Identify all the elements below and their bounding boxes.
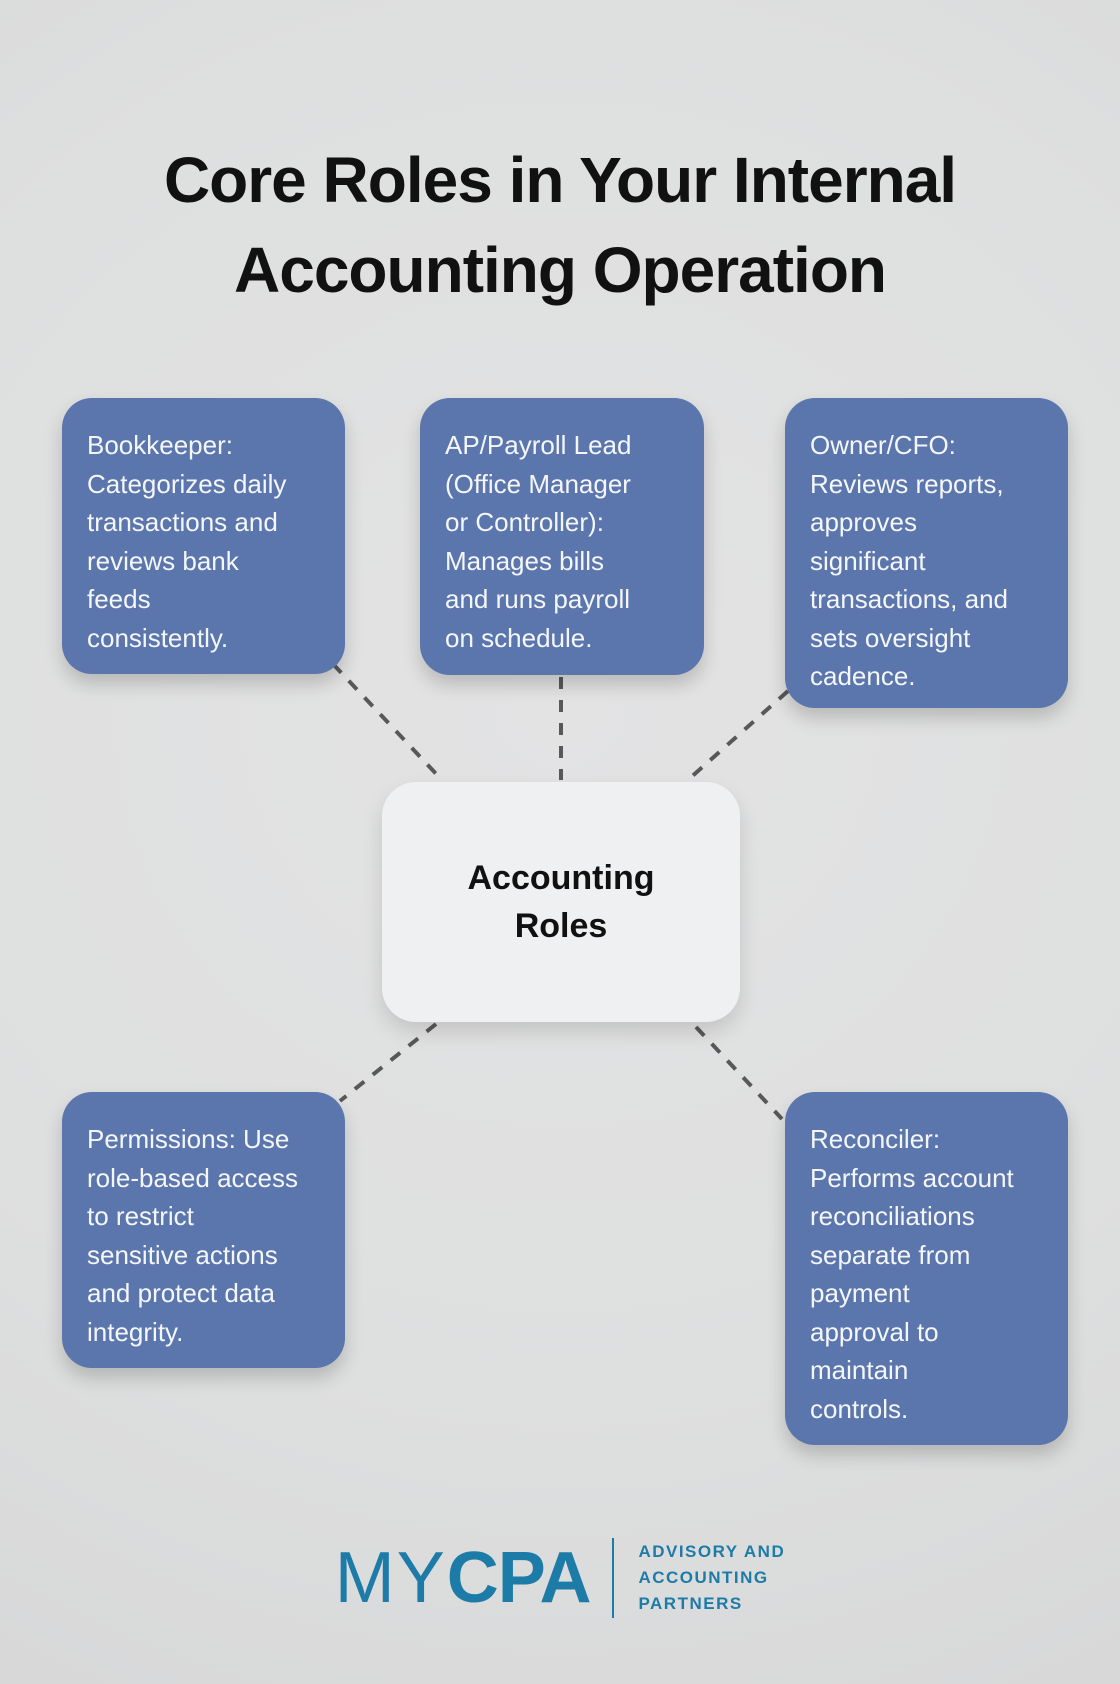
logo-wordmark-bold: CPA (446, 1538, 592, 1618)
logo-divider (612, 1538, 615, 1618)
connector-owner-cfo (687, 689, 790, 781)
role-card-reconciler: Reconciler: Performs account reconciliat… (785, 1092, 1068, 1445)
role-card-ap-payroll-lead: AP/Payroll Lead (Office Manager or Contr… (420, 398, 704, 675)
connector-permissions (338, 1022, 438, 1103)
page-title: Core Roles in Your Internal Accounting O… (163, 143, 957, 306)
connector-reconciler (694, 1025, 784, 1121)
logo-wordmark-thin: MY (334, 1538, 447, 1618)
role-card-bookkeeper: Bookkeeper: Categorizes daily transactio… (62, 398, 345, 674)
connector-bookkeeper (331, 662, 443, 781)
role-card-permissions: Permissions: Use role-based access to re… (62, 1092, 345, 1368)
center-node-accounting-roles: Accounting Roles (382, 782, 740, 1022)
role-card-owner-cfo: Owner/CFO: Reviews reports, approves sig… (785, 398, 1068, 708)
logo-tagline: ADVISORY AND ACCOUNTING PARTNERS (638, 1542, 786, 1613)
